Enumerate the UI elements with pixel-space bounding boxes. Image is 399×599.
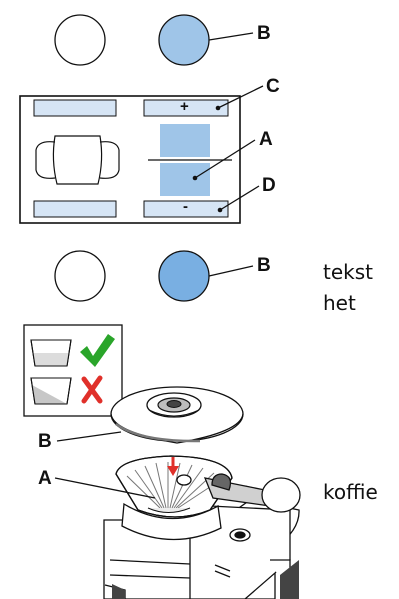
panel-minus-bar — [143, 200, 229, 218]
label-A-panel: A — [259, 129, 273, 150]
mid-left-button — [54, 250, 106, 302]
leader-D — [219, 185, 260, 211]
label-B-filter: B — [38, 431, 52, 452]
leader-C-dot — [215, 105, 221, 111]
side-text-line2: het — [323, 291, 356, 315]
leader-A-panel — [194, 139, 256, 179]
leader-A-panel-dot — [192, 175, 198, 181]
check-icon — [80, 334, 115, 367]
leader-B-filter — [56, 431, 122, 442]
label-D: D — [262, 175, 276, 196]
panel-plus-bar — [143, 99, 229, 117]
cup-holder-icon — [35, 135, 120, 185]
label-B-mid: B — [257, 255, 271, 276]
panel-top-left-bar — [33, 99, 117, 117]
top-left-button — [54, 14, 106, 66]
panel-bottom-left-bar — [33, 200, 117, 218]
machine-dark-details — [112, 560, 299, 599]
plus-sign: + — [180, 98, 189, 115]
leader-A-filter — [54, 477, 156, 499]
side-text-line1: tekst — [323, 260, 373, 284]
panel-display-top — [160, 124, 210, 157]
leader-B-top — [208, 32, 254, 41]
leader-B-mid — [208, 265, 254, 277]
cup-tilted-icon — [30, 377, 72, 405]
panel-display-bottom — [160, 163, 210, 196]
side-text-line3: koffie — [323, 480, 378, 504]
label-A-filter: A — [38, 468, 52, 489]
leader-D-dot — [217, 207, 223, 213]
cup-straight-icon — [30, 339, 72, 367]
insert-arrow-icon — [167, 457, 179, 476]
cross-icon — [81, 375, 103, 404]
filter-handle — [203, 473, 301, 513]
label-C: C — [266, 76, 280, 97]
filter-disc — [110, 386, 244, 444]
top-right-button — [158, 14, 210, 66]
label-B-top: B — [257, 23, 271, 44]
minus-sign: - — [183, 198, 188, 215]
mid-right-button — [158, 250, 210, 302]
leader-C — [217, 85, 264, 109]
